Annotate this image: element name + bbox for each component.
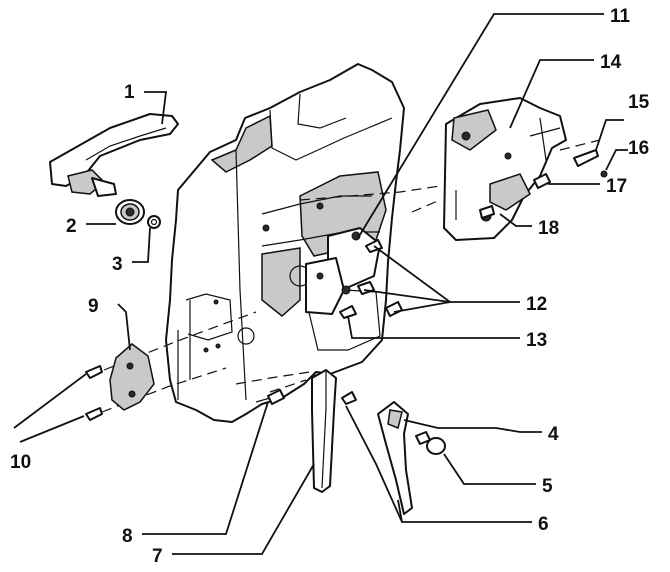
callout-11: 11 xyxy=(610,6,631,27)
leader-lines xyxy=(13,13,628,555)
inner-release-lever xyxy=(341,391,446,515)
fixing-screw xyxy=(255,389,285,405)
lock-cylinder xyxy=(115,199,145,225)
washer xyxy=(147,215,161,229)
outer-door-handle xyxy=(49,113,179,197)
door-inner-panel xyxy=(165,63,405,423)
callout-10: 10 xyxy=(10,452,31,473)
callout-12: 12 xyxy=(526,294,547,315)
lock-screws xyxy=(339,239,403,319)
remote-control-rod xyxy=(311,369,337,493)
callout-9: 9 xyxy=(88,296,99,317)
callout-2: 2 xyxy=(66,216,77,237)
callout-4: 4 xyxy=(548,424,559,445)
handle-bezel xyxy=(109,343,155,411)
bezel-screws xyxy=(85,365,103,421)
lock-plate xyxy=(305,227,381,315)
callout-3: 3 xyxy=(112,254,123,275)
callout-1: 1 xyxy=(124,82,135,103)
callout-13: 13 xyxy=(526,330,547,351)
callout-6: 6 xyxy=(538,514,549,535)
lock-fasteners xyxy=(479,149,608,219)
callout-17: 17 xyxy=(606,176,627,197)
callout-7: 7 xyxy=(152,546,163,567)
callout-8: 8 xyxy=(122,526,133,547)
callout-16: 16 xyxy=(628,138,649,159)
callout-14: 14 xyxy=(600,52,622,73)
callout-5: 5 xyxy=(542,476,553,497)
callout-15: 15 xyxy=(628,92,650,113)
callout-18: 18 xyxy=(538,218,559,239)
callout-labels: 1 2 3 4 5 6 7 8 9 10 11 12 13 14 15 16 1… xyxy=(10,6,650,567)
